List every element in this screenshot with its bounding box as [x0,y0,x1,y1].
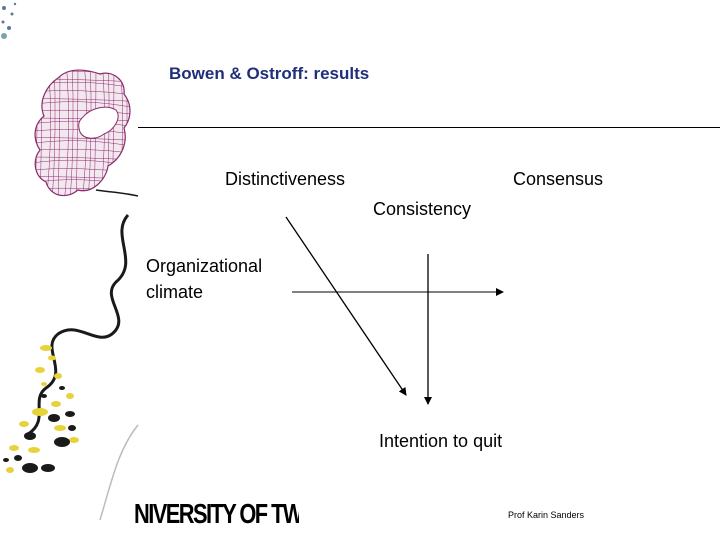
yellow-spots [6,345,79,473]
label-organizational-climate: Organizational climate [146,256,263,302]
university-logo: NIVERSITY OF TWENTE. [134,492,299,536]
mesh-line [35,137,130,141]
thin-curve-top [95,189,139,197]
university-logo-text: NIVERSITY OF TWENTE. [134,498,299,529]
mesh-line [75,70,79,196]
speckles-top [1,2,17,39]
label-consistency: Consistency [373,199,472,219]
mesh-blob-image [34,69,131,197]
label-intention-to-quit: Intention to quit [379,431,503,451]
thin-curve [99,424,139,521]
title-divider [138,127,720,128]
left-decoration [1,2,139,521]
slide-title: Bowen & Ostroff: results [169,64,370,83]
curve-line [27,213,130,436]
author-credit: Prof Karin Sanders [508,510,585,520]
mesh-line [35,140,130,148]
mesh-line [69,70,74,196]
label-consensus: Consensus [513,169,604,189]
mesh-line [63,70,69,196]
black-spots [3,386,76,473]
label-distinctiveness: Distinctiveness [225,169,346,189]
arrow-distinctiveness-to-intention [285,216,407,396]
